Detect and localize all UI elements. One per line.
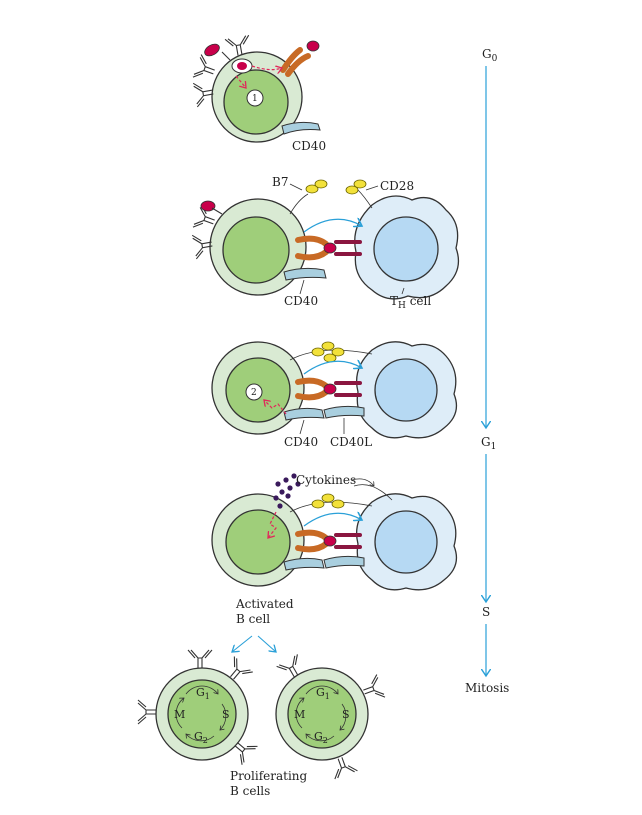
th-cell-nucleus: [374, 510, 438, 574]
peptide-icon: [306, 40, 320, 52]
signal-arc-icon: [303, 513, 362, 527]
internalized-antigen-icon: [237, 62, 247, 70]
timeline-g1-label: G1: [481, 435, 496, 452]
th-cell-nucleus: [374, 358, 438, 422]
presentation-arrow-icon: [251, 66, 282, 70]
timeline-s-label: S: [482, 605, 490, 619]
b7-icon: [305, 184, 319, 194]
cycle-m-label: M: [174, 708, 185, 721]
cycle-g2-label: G2: [194, 730, 208, 745]
cd40l-ligand-icon: [323, 555, 365, 569]
b-cell-nucleus: [287, 679, 357, 749]
cd40-receptor-icon: [283, 407, 325, 421]
cell-cycle-timeline: G0 G1 S Mitosis: [465, 47, 509, 695]
stage-1-resting-b-cell: 1 CD40: [192, 34, 326, 153]
peptide-icon: [323, 383, 337, 395]
signal-1-badge: [246, 89, 264, 107]
b-cell-nucleus: [167, 679, 237, 749]
cd40-receptor-icon: [283, 557, 325, 571]
cd40-label-mid: CD40: [284, 294, 318, 308]
tcr-icon: [334, 381, 362, 397]
antigen-icon: [204, 43, 220, 57]
peptide-icon: [323, 242, 337, 254]
cycle-g1-label: G1: [196, 686, 210, 701]
cycle-s-label: S: [342, 708, 350, 721]
signal-arc-icon: [303, 361, 362, 375]
stage-5-proliferation: G1 S G2 M G1 S G2 M Proliferating B cell…: [137, 635, 386, 798]
cycle-s-label: S: [222, 708, 230, 721]
proliferating-b-cell-right: G1 S G2 M: [275, 653, 386, 780]
cycle-m-label: M: [294, 708, 305, 721]
timeline-g0-label: G0: [482, 47, 498, 64]
b7-cd28-cluster-icon: [311, 499, 325, 509]
cycle-g2-label: G2: [314, 730, 328, 745]
cytokine-signal-arrow-icon: [268, 511, 277, 538]
cytokine-secretion-arrow-icon: [351, 478, 374, 486]
signal-2-arrow-icon: [264, 400, 287, 415]
th-cell-label: TH cell: [390, 294, 431, 311]
cd28-icon: [345, 185, 359, 195]
b7-label: B7: [272, 175, 288, 189]
tcr-icon: [334, 240, 362, 256]
antigen-icon: [200, 200, 216, 212]
cd40-receptor-icon: [283, 267, 327, 281]
stage-2-b-t-contact: B7 CD28 CD40 TH cell: [191, 175, 460, 311]
cd40-label-lower: CD40: [284, 435, 318, 449]
division-arrow-right-icon: [257, 635, 276, 652]
cd40-label-top: CD40: [292, 139, 326, 153]
membrane-antibody-icon: [137, 699, 157, 725]
proliferating-b-cell-left: G1 S G2 M: [137, 649, 259, 766]
mhc-class-ii-icon: [295, 235, 329, 247]
proliferating-label-line2: B cells: [230, 784, 270, 798]
membrane-antibody-icon: [187, 649, 213, 669]
cd40l-label: CD40L: [330, 435, 372, 449]
signal-2-badge: [245, 383, 263, 401]
signal-2-number: 2: [251, 388, 257, 398]
signal-1-number: 1: [252, 94, 258, 104]
internalization-arrow-icon: [235, 75, 246, 88]
peptide-icon: [323, 535, 337, 547]
cytokines-label: Cytokines: [296, 473, 356, 487]
antigen-bound-antibody: [204, 43, 231, 61]
timeline-mitosis-label: Mitosis: [465, 681, 509, 695]
stage-4-cytokines: Cytokines Activated B cell: [211, 473, 458, 626]
cd40-receptor-icon: [281, 121, 321, 135]
cd28-label: CD28: [380, 179, 414, 193]
cd40l-ligand-icon: [323, 405, 365, 419]
tcr-icon: [334, 533, 362, 549]
proliferating-label-line1: Proliferating: [230, 769, 308, 783]
b7-cd28-cluster-icon: [311, 347, 325, 357]
activated-label-line2: B cell: [236, 612, 270, 626]
cycle-g1-label: G1: [316, 686, 330, 701]
activated-label-line1: Activated: [235, 597, 294, 611]
th-cell-nucleus: [373, 216, 439, 282]
division-arrow-left-icon: [232, 635, 253, 652]
b-cell-nucleus: [222, 216, 290, 284]
membrane-antibody-icon: [192, 54, 219, 84]
mhc-class-ii-icon: [295, 377, 329, 389]
cytokine-molecules-icon: [273, 473, 301, 509]
b-cell-nucleus: [225, 509, 291, 575]
signal-arc-icon: [303, 219, 362, 233]
mhc-class-ii-icon: [295, 529, 329, 541]
stage-3-cd40-cd40l: 2 CD40 CD40L: [211, 341, 458, 449]
mhc-class-ii-icon: [280, 47, 303, 73]
